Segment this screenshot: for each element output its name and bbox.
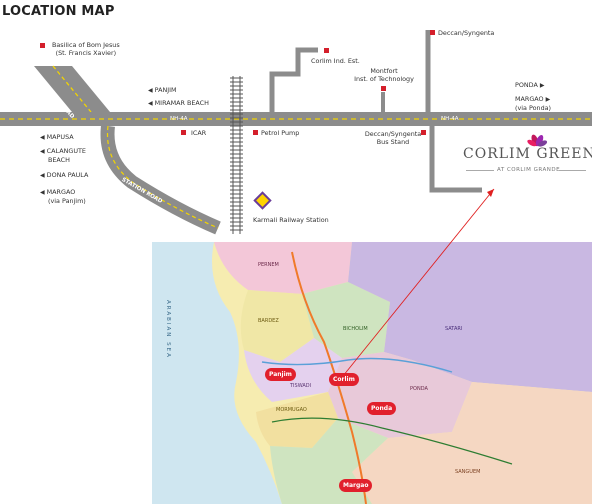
district-label-ponda: PONDA	[410, 386, 428, 392]
arrow-left-icon: ◀	[148, 87, 153, 94]
petrol-pump-label: Petrol Pump	[261, 129, 300, 137]
district-label-satari: SATARI	[445, 326, 463, 332]
station-icon	[253, 191, 272, 210]
montfort-line-1: Montfort	[370, 67, 398, 75]
district-label-bicholim: BICHOLIM	[343, 326, 368, 332]
brand-logo-icon	[527, 134, 548, 147]
pin-margao[interactable]: Margao	[339, 479, 373, 492]
district-sanguem	[352, 382, 592, 504]
margao-ponda-label: MARGAO	[515, 95, 544, 103]
margao-panjim-direction: ◀ MARGAO (via Panjim)	[40, 188, 86, 205]
deccan-top-label: Deccan/Syngenta	[438, 29, 495, 37]
montfort-line-2: Inst. of Technology	[354, 75, 414, 83]
station-road-lane	[106, 125, 219, 229]
arrow-right-icon: ▶	[539, 82, 545, 89]
deccan-bus-marker	[421, 130, 426, 135]
corlim-ind-marker	[324, 48, 329, 53]
arrow-left-icon: ◀	[148, 100, 153, 107]
pin-ponda[interactable]: Ponda	[367, 402, 397, 415]
dona-paula-direction: ◀ DONA PAULA	[40, 171, 88, 180]
calangute-line-2: BEACH	[48, 156, 70, 164]
district-label-pernem: PERNEM	[258, 262, 279, 268]
nh4a-label-right: NH-4A	[441, 116, 459, 122]
mapusa-direction: ◀ MAPUSA	[40, 133, 74, 142]
district-label-sanguem: SANGUEM	[455, 469, 481, 475]
pin-corlim[interactable]: Corlim	[329, 373, 359, 386]
brand-rule-right	[559, 170, 586, 171]
district-label-bardez: BARDEZ	[258, 318, 279, 324]
deccan-bus-label: Deccan/Syngenta Bus Stand	[358, 130, 428, 146]
schematic-map	[0, 30, 592, 235]
basilica-name: Basilica of Bom Jesus	[52, 41, 120, 49]
arrow-left-icon: ◀	[40, 134, 45, 141]
brand-tagline: AT CORLIM GRANDE	[497, 167, 561, 173]
district-pernem	[214, 242, 352, 294]
ponda-label: PONDA	[515, 81, 538, 89]
sea-label: ARABIAN SEA	[165, 300, 171, 359]
rail-line	[271, 417, 513, 465]
brand-name: CORLIM GREENS	[463, 146, 592, 162]
panjim-direction: ◀ PANJIM	[148, 86, 177, 95]
page-title: LOCATION MAP	[2, 4, 115, 19]
district-label-mormugao: MORMUGAO	[276, 407, 307, 413]
arrow-left-icon: ◀	[40, 148, 45, 155]
deccan-bus-line-2: Bus Stand	[376, 138, 410, 146]
basilica-label: Basilica of Bom Jesus (St. Francis Xavie…	[52, 41, 120, 57]
dona-paula-label: DONA PAULA	[46, 171, 89, 179]
karmali-label: Karmali Railway Station	[253, 216, 329, 224]
panjim-label: PANJIM	[154, 86, 177, 94]
deccan-top-marker	[430, 30, 435, 35]
corlim-ind-road	[269, 47, 318, 112]
margao-panjim-label: MARGAO	[46, 188, 76, 196]
district-mormugao	[256, 392, 338, 448]
district-label-tiswadi: TISWADI	[290, 383, 312, 389]
calangute-direction: ◀ CALANGUTE BEACH	[40, 147, 86, 164]
montfort-marker	[381, 86, 386, 91]
via-ponda-label: (via Ponda)	[515, 104, 552, 112]
basilica-sub: (St. Francis Xavier)	[55, 49, 117, 57]
via-panjim-label: (via Panjim)	[48, 197, 86, 205]
ponda-direction: PONDA ▶	[515, 81, 545, 90]
corlim-ind-label: Corlim Ind. Est.	[311, 57, 360, 65]
calangute-line-1: CALANGUTE	[46, 147, 86, 155]
montfort-label: Montfort Inst. of Technology	[354, 67, 414, 83]
icar-label: ICAR	[191, 129, 207, 137]
petrol-pump-marker	[253, 130, 258, 135]
arrow-left-icon: ◀	[40, 172, 45, 179]
arrow-right-icon: ▶	[545, 96, 551, 103]
railway-line	[230, 76, 243, 234]
mapusa-label: MAPUSA	[46, 133, 74, 141]
icar-marker	[181, 130, 186, 135]
miramar-label: MIRAMAR BEACH	[154, 99, 209, 107]
basilica-marker	[40, 43, 45, 48]
brand-rule-left	[466, 170, 494, 171]
arrow-left-icon: ◀	[40, 189, 45, 196]
district-bardez	[240, 290, 314, 362]
nh4a-highway	[0, 112, 592, 126]
miramar-direction: ◀ MIRAMAR BEACH	[148, 99, 209, 108]
pin-panjim[interactable]: Panjim	[265, 368, 296, 381]
margao-ponda-direction: MARGAO ▶ (via Ponda)	[515, 95, 551, 112]
old-goa-road-lane	[52, 65, 92, 113]
deccan-bus-line-1: Deccan/Syngenta	[364, 130, 422, 138]
sea-area	[152, 242, 282, 504]
nh4a-label-left: NH-4A	[170, 116, 188, 122]
region-map	[152, 242, 592, 504]
